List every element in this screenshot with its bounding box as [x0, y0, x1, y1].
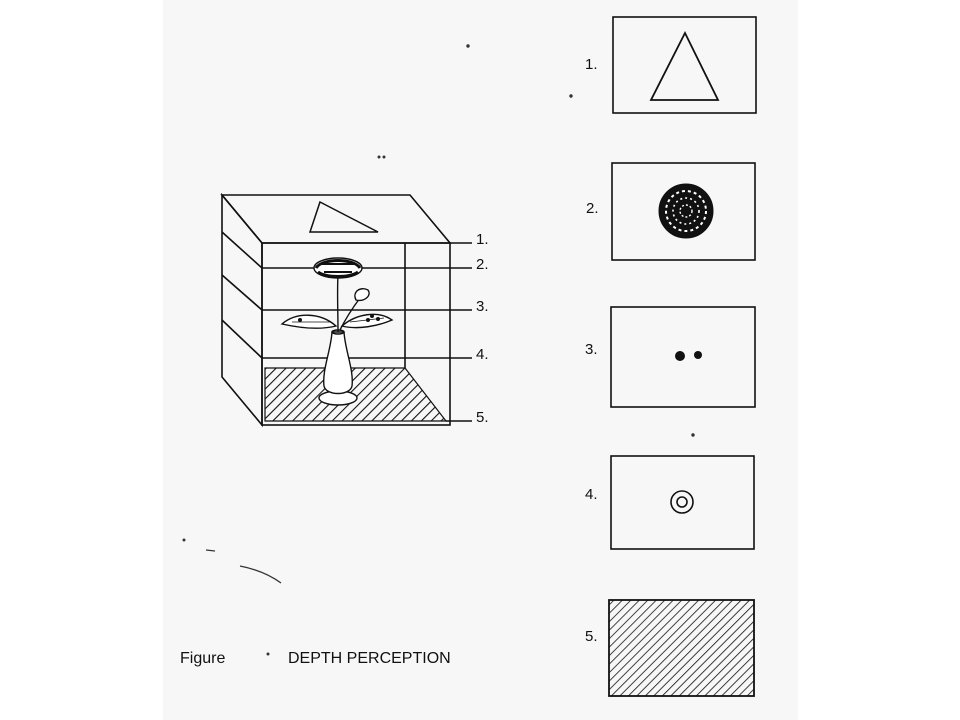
panel-number-1: 1.: [585, 56, 598, 73]
triangle-icon: [649, 30, 720, 101]
flower-vase-icon: [280, 257, 394, 406]
panel-1: [612, 16, 757, 114]
level-leader-lines: [446, 242, 472, 422]
panel-4: [610, 455, 755, 550]
panel-number-4: 4.: [585, 486, 598, 503]
layered-box: [220, 192, 452, 428]
cube-level-label-2: 2.: [476, 256, 489, 273]
box-left-face: [221, 192, 263, 428]
cube-level-label-3: 3.: [476, 298, 489, 315]
panel-5: [608, 599, 755, 697]
box-front-face: [261, 242, 451, 426]
panel-number-3: 3.: [585, 341, 598, 358]
cube-triangle-icon: [308, 200, 379, 233]
scan-marks: [182, 44, 695, 656]
figure-title: DEPTH PERCEPTION: [288, 650, 451, 667]
two-dots-icon: [675, 351, 702, 361]
flower-head-icon: [658, 183, 714, 239]
panel-2: [611, 162, 756, 261]
panel-number-2: 2.: [586, 200, 599, 217]
cube-level-label-5: 5.: [476, 409, 489, 426]
panel-number-5: 5.: [585, 628, 598, 645]
panel-3: [610, 306, 756, 408]
hatched-floor-icon: [608, 599, 755, 697]
concentric-circles-icon: [670, 490, 694, 514]
cube-level-label-4: 4.: [476, 346, 489, 363]
figure-word: Figure: [180, 650, 226, 667]
cube-level-label-1: 1.: [476, 231, 489, 248]
